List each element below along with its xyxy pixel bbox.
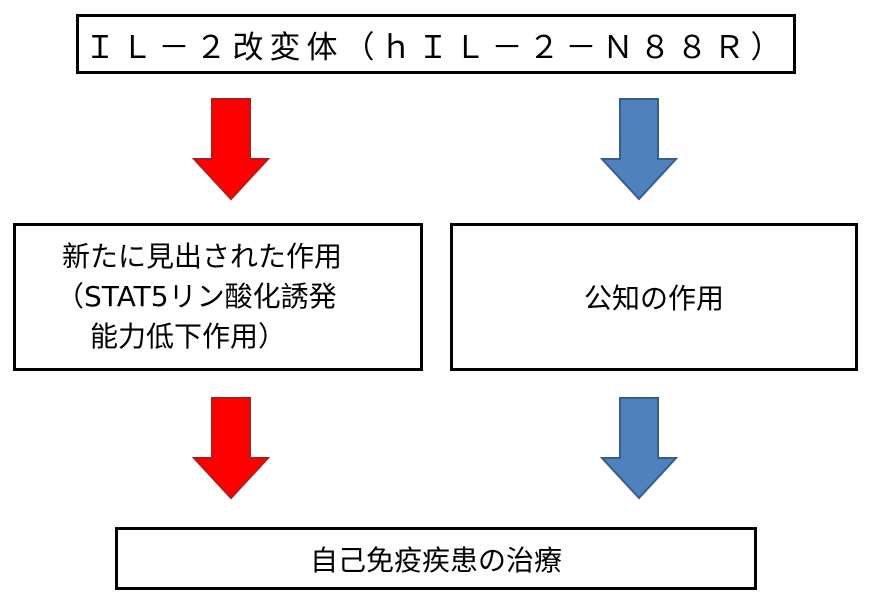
left-box-line-3: 能力低下作用） — [90, 317, 286, 357]
bottom-box: 自己免疫疾患の治療 — [115, 527, 757, 590]
top-box: ＩＬ－２改変体（ｈＩＬ－２－Ｎ８８Ｒ） — [76, 14, 796, 74]
red-arrow-upper-shape — [194, 99, 268, 199]
blue-arrow-upper-shape — [602, 99, 676, 199]
right-box: 公知の作用 — [450, 223, 858, 371]
right-box-label: 公知の作用 — [584, 277, 724, 317]
blue-arrow-upper — [601, 98, 677, 200]
left-box-line-2: （STAT5リン酸化誘発 — [56, 277, 337, 317]
left-box-line-1: 新たに見出された作用 — [62, 237, 342, 277]
red-arrow-lower — [193, 397, 269, 499]
blue-arrow-lower — [601, 397, 677, 499]
left-box: 新たに見出された作用 （STAT5リン酸化誘発 能力低下作用） — [13, 223, 423, 371]
top-box-label: ＩＬ－２改変体（ｈＩＬ－２－Ｎ８８Ｒ） — [85, 22, 788, 67]
bottom-box-label: 自己免疫疾患の治療 — [310, 539, 562, 579]
red-arrow-upper — [193, 98, 269, 200]
blue-arrow-lower-shape — [602, 398, 676, 498]
red-arrow-lower-shape — [194, 398, 268, 498]
